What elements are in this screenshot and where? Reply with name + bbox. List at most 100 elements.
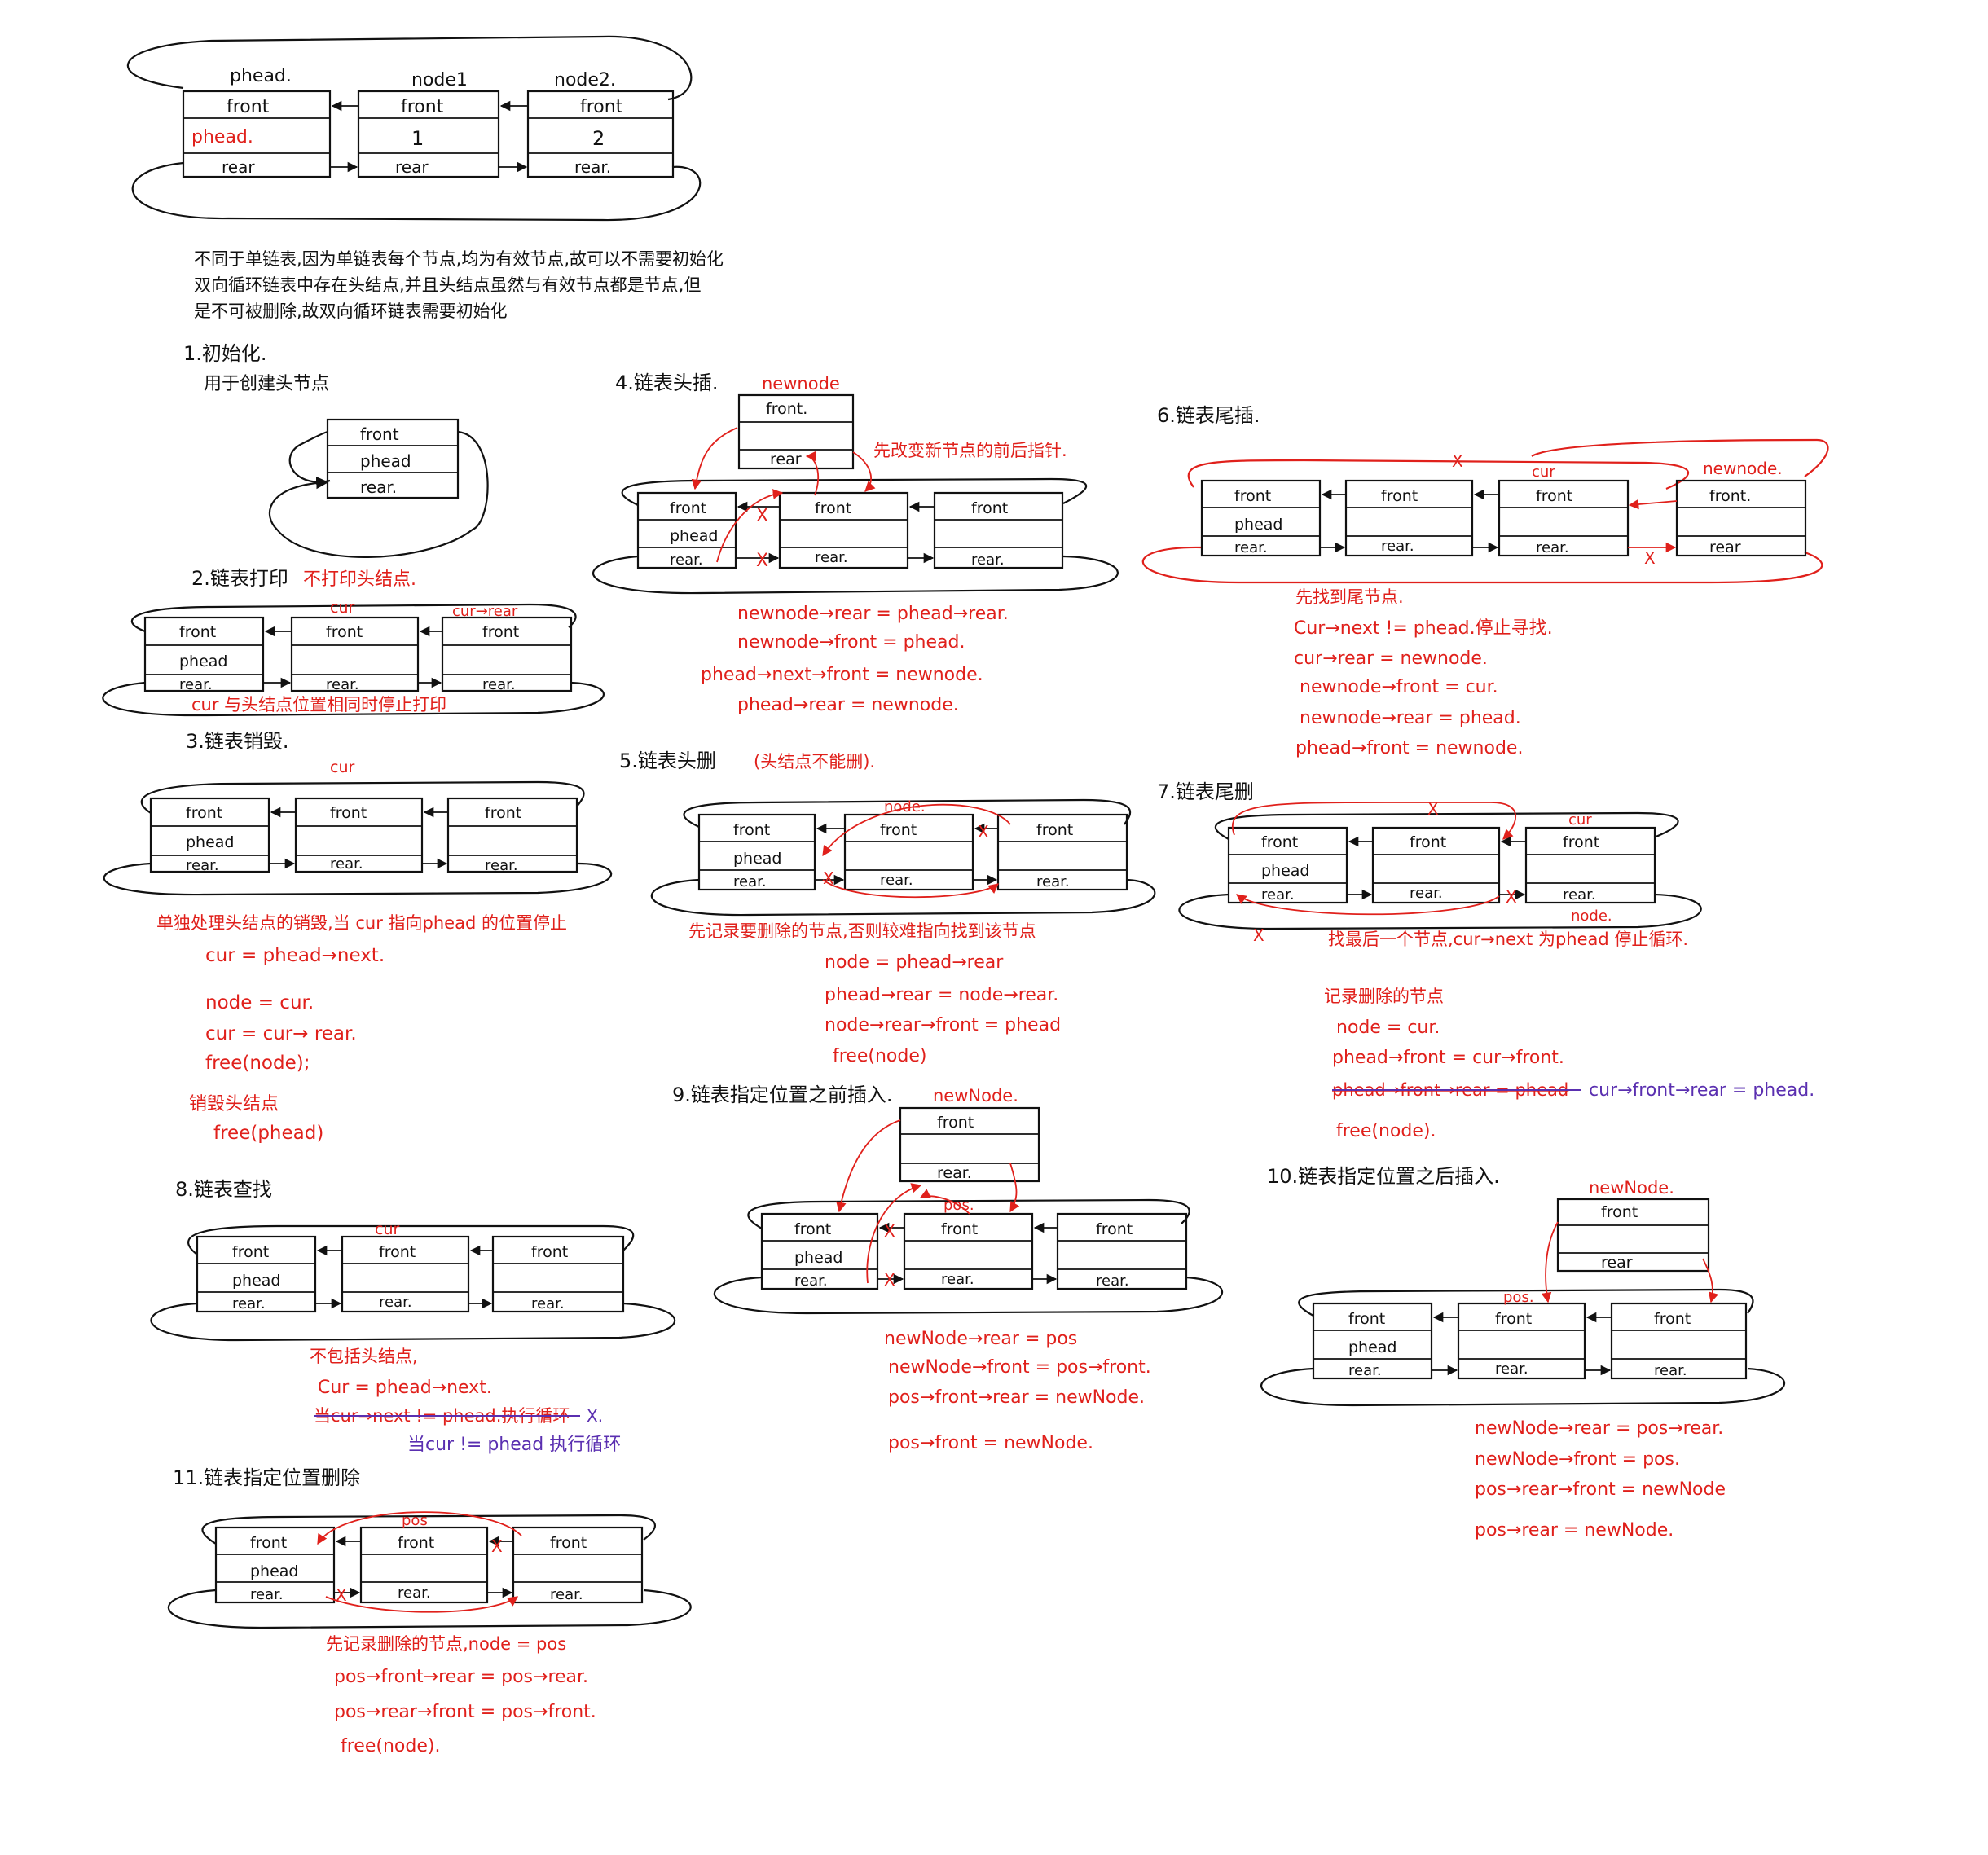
s3-code-4: free(node);	[205, 1053, 310, 1074]
s9-code-2: newNode→front = pos→front.	[888, 1357, 1151, 1378]
front-label: front	[971, 499, 1008, 517]
rear-label: rear.	[733, 873, 767, 890]
s10-code-3: pos→rear→front = newNode	[1475, 1479, 1726, 1500]
phead-label: phead	[232, 1272, 281, 1290]
rear-label: rear.	[398, 1585, 431, 1602]
front-label: front	[186, 804, 222, 822]
newnode-label: newNode.	[933, 1086, 1018, 1106]
rear-label: rear.	[1495, 1360, 1528, 1378]
s1-subtitle: 用于创建头节点	[204, 374, 329, 394]
s6-code-1: Cur→next != phead.停止寻找.	[1294, 618, 1553, 639]
s11-code-2: pos→rear→front = pos→front.	[334, 1702, 596, 1722]
rear-label: rear.	[179, 676, 213, 693]
rear-label: rear.	[1381, 538, 1414, 555]
intro-text-1: 不同于单链表,因为单链表每个节点,均为有效节点,故可以不需要初始化	[194, 249, 724, 269]
phead-label: phead	[360, 451, 411, 471]
rear-label: rear	[1709, 538, 1741, 556]
intro-text-3: 是不可被删除,故双向循环链表需要初始化	[194, 301, 508, 321]
front-label: front	[482, 623, 519, 641]
s5-note: 先记录要删除的节点,否则较难指向找到该节点	[688, 921, 1036, 941]
s6-code-5: phead→front = newnode.	[1295, 738, 1523, 758]
s8-note: 不包括头结点,	[310, 1347, 418, 1366]
s5-code-1: node = phead→rear	[825, 952, 1004, 973]
s8-x: X.	[587, 1406, 603, 1426]
s11-diagram: front phead rear. front rear. front rear…	[167, 1511, 692, 1629]
front-label: front	[1654, 1310, 1691, 1328]
front-label: front	[1348, 1310, 1385, 1328]
loop-top	[127, 35, 693, 101]
s6-note: 先找到尾节点.	[1295, 587, 1404, 607]
s7-code-2: phead→front = cur→front.	[1332, 1048, 1564, 1068]
cur-pointer-label: cur	[375, 1220, 399, 1238]
s6-code-2: cur→rear = newnode.	[1294, 648, 1488, 669]
rear-label: rear.	[971, 552, 1005, 569]
cut-mark: X	[1427, 799, 1439, 819]
s5-diagram: front phead rear. front rear. front rear…	[650, 798, 1156, 917]
cut-mark: X	[756, 506, 768, 526]
s3-title: 3.链表销毁.	[186, 730, 289, 753]
s5-code-3: node→rear→front = phead	[825, 1015, 1061, 1035]
rear-label: rear.	[941, 1271, 974, 1288]
s1-diagram: front phead rear.	[269, 418, 489, 558]
s3-code-1: cur = phead→next.	[205, 945, 385, 966]
cut-mark: X	[884, 1270, 895, 1290]
cut-mark: X	[1452, 451, 1463, 471]
cur-rear-label: cur→rear	[452, 603, 518, 620]
s8-code-1: Cur = phead→next.	[318, 1378, 492, 1398]
s7-note: 找最后一个节点,cur→next 为phead 停止循环.	[1328, 930, 1688, 949]
s4-code-4: phead→rear = newnode.	[737, 695, 959, 715]
front-label: front	[232, 1243, 269, 1261]
rear-label: rear	[770, 451, 802, 468]
front-label: front	[227, 97, 270, 117]
cut-mark: X	[1644, 548, 1656, 568]
rear-label: rear.	[232, 1295, 266, 1312]
s2-title: 2.链表打印	[191, 567, 288, 590]
rear-label: rear.	[1536, 539, 1569, 556]
pos-pointer-label: pos.	[943, 1197, 974, 1214]
phead-label: phead	[733, 850, 782, 868]
s1-title: 1.初始化.	[183, 342, 267, 365]
cut-mark: X	[336, 1585, 347, 1605]
front-label: front	[326, 623, 363, 641]
node-pointer-label: node.	[884, 798, 926, 815]
front-label: front	[1563, 833, 1599, 851]
front-label: front	[1601, 1203, 1638, 1221]
node1-value: 1	[411, 127, 424, 150]
cut-mark: X	[884, 1221, 895, 1241]
cur-pointer-label: cur	[1568, 811, 1592, 829]
node2-box	[526, 90, 675, 178]
cur-pointer-label: cur	[330, 599, 354, 617]
s11-code-1: pos→front→rear = pos→rear.	[334, 1667, 588, 1687]
rear-label: rear.	[250, 1586, 284, 1603]
phead-label: phead.	[230, 66, 292, 86]
rear-label: rear.	[1036, 873, 1070, 890]
s2-note: 不打印头结点.	[303, 569, 416, 590]
node1-box	[357, 90, 500, 178]
front-label: front	[670, 499, 706, 517]
rear-label: rear	[222, 157, 255, 177]
s9-code-4: pos→front = newNode.	[888, 1433, 1093, 1453]
newnode-label: newnode	[762, 374, 840, 393]
s8-title: 8.链表查找	[175, 1178, 272, 1201]
s10-code-2: newNode→front = pos.	[1475, 1449, 1680, 1470]
front-label: front	[1096, 1220, 1133, 1238]
s10-diagram: newNode. front rear front phead rear. fr…	[1260, 1178, 1786, 1407]
rear-label: rear.	[1348, 1362, 1382, 1379]
pos-pointer-label: pos.	[1503, 1289, 1534, 1306]
newnode-label: newNode.	[1589, 1178, 1674, 1198]
front-label: front	[941, 1220, 978, 1238]
rear-label: rear.	[379, 1294, 412, 1311]
s6-diagram: front phead rear. front rear. front rear…	[1141, 438, 1829, 584]
s9-title: 9.链表指定位置之前插入.	[672, 1084, 893, 1106]
node2-label: node2.	[554, 70, 616, 90]
phead-label: phead	[1261, 862, 1310, 880]
front-label: front	[401, 97, 444, 117]
s11-title: 11.链表指定位置删除	[173, 1466, 360, 1489]
rear-label: rear	[1601, 1254, 1633, 1272]
rear-label: rear.	[531, 1295, 565, 1312]
rear-label: rear.	[330, 855, 363, 873]
rear-label: rear.	[1096, 1273, 1129, 1290]
newnode-box	[899, 1106, 1040, 1183]
phead-label: phead	[1234, 516, 1283, 534]
